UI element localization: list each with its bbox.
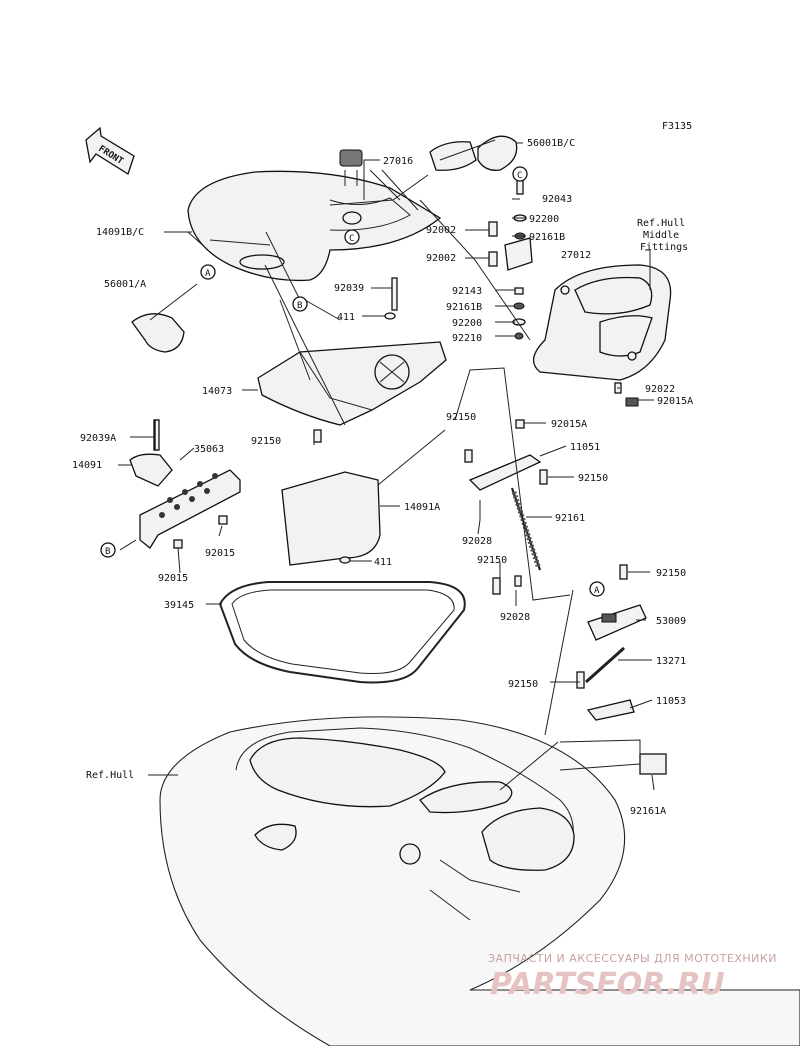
svg-text:B: B [105,547,110,557]
bracket-35063 [129,419,241,549]
callout-92039: 92039 [334,283,364,294]
callout-92161bb: 92161B [446,302,482,313]
callout-92015aa: 92015A [657,396,693,407]
callout-14091: 14091 [72,460,102,471]
latch-plate-11051 [468,454,542,491]
callout-92043: 92043 [542,194,572,205]
refhull-middle-line1: Ref.Hull [637,218,685,229]
callout-411a: 411 [337,312,355,323]
callout-92150b: 92150 [251,436,281,447]
callout-27012: 27012 [561,250,591,261]
callout-92022: 92022 [645,384,675,395]
callout-92015ab: 92015A [551,419,587,430]
latch-53009 [584,604,647,721]
ref-letter-b1: B [292,296,308,312]
callout-labels: 56001B/C 27016 92043 14091B/C 92002 9220… [72,138,693,817]
callout-411b: 411 [374,557,392,568]
callout-56001bc: 56001B/C [527,138,575,149]
callout-92015b: 92015 [158,573,188,584]
callout-92210: 92210 [452,333,482,344]
ref-letter-c1: C [344,229,360,245]
callout-14091a: 14091A [404,502,440,513]
callout-11051: 11051 [570,442,600,453]
hull-body [159,716,800,1046]
svg-text:C: C [517,171,522,181]
callout-92002a: 92002 [426,225,456,236]
callout-92028b: 92028 [500,612,530,623]
callout-92200a: 92200 [529,214,559,225]
hull-part-27012 [533,264,672,381]
callout-14091bc: 14091B/C [96,227,144,238]
callout-92150f: 92150 [508,679,538,690]
ref-letter-a1: A [200,264,216,280]
refhull-middle-line2: Middle [643,230,679,241]
seat-cover-14091bc [187,170,442,282]
figure-code: F3135 [662,121,692,132]
callout-92161a: 92161A [630,806,666,817]
svg-text:C: C [349,234,354,244]
callout-92161ba: 92161B [529,232,565,243]
ref-letter-b2: B [100,542,116,558]
storage-box-14073 [257,341,447,426]
callout-92150d: 92150 [477,555,507,566]
gasket-39145 [218,581,466,684]
callout-92002b: 92002 [426,253,456,264]
callout-11053: 11053 [656,696,686,707]
callout-13271: 13271 [656,656,686,667]
callout-92150e: 92150 [656,568,686,579]
callout-92039a: 92039A [80,433,116,444]
pad-56001bc [429,135,518,171]
svg-text:B: B [297,301,302,311]
callout-14073: 14073 [202,386,232,397]
spring-92161 [510,487,542,571]
panel-14091a [281,471,381,566]
callout-refhull: Ref.Hull [86,770,134,781]
callout-92161: 92161 [555,513,585,524]
watermark-tagline: ЗАПЧАСТИ И АКСЕССУАРЫ ДЛЯ МОТОТЕХНИКИ [488,952,777,965]
ref-letter-c2: C [512,166,528,182]
ref-letter-a2: A [589,581,605,597]
callout-92015a: 92015 [205,548,235,559]
callout-39145: 39145 [164,600,194,611]
callout-92200b: 92200 [452,318,482,329]
svg-text:A: A [205,269,211,279]
callout-92028a: 92028 [462,536,492,547]
hardware [154,179,667,775]
callout-53009: 53009 [656,616,686,627]
callout-35063: 35063 [194,444,224,455]
callout-56001a: 56001/A [104,279,146,290]
callout-92143: 92143 [452,286,482,297]
callout-27016: 27016 [383,156,413,167]
watermark-logo: ЗАПЧАСТИ И АКСЕССУАРЫ ДЛЯ МОТОТЕХНИКИ PA… [488,952,777,1002]
callout-92150c: 92150 [578,473,608,484]
front-arrow-icon: FRONT [85,126,135,175]
callout-92150a: 92150 [446,412,476,423]
leader-lines [118,139,655,791]
cap-27016 [339,149,363,225]
svg-text:A: A [594,586,600,596]
watermark-brand: PARTSFOR.RU [490,967,725,1002]
pad-56001a [131,313,185,353]
refhull-middle-line3: Fittings [640,242,688,253]
